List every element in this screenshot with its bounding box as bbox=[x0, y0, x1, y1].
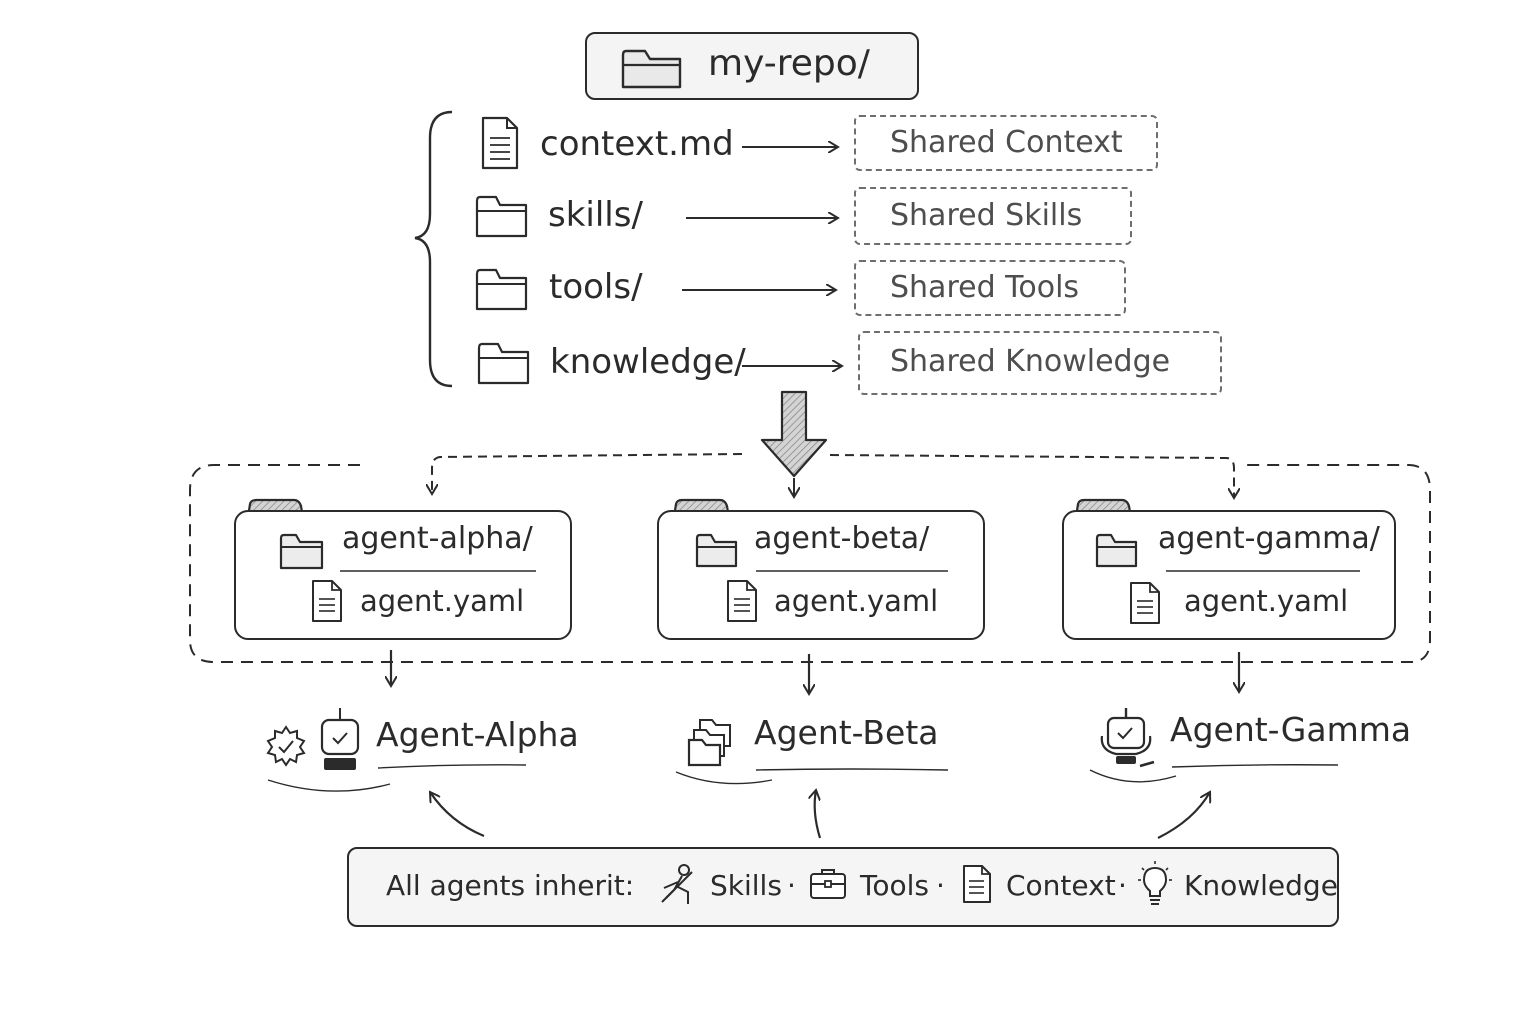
folder-icon bbox=[695, 533, 738, 568]
footer-separator: · bbox=[936, 869, 945, 902]
card-divider bbox=[340, 570, 536, 572]
alpha-underline bbox=[377, 764, 527, 769]
footer-to-alpha-arrow bbox=[430, 792, 485, 838]
dist-line-right bbox=[829, 454, 1234, 498]
footer-to-gamma-arrow bbox=[1157, 792, 1210, 839]
big-down-arrow bbox=[760, 390, 828, 478]
beta-shadow-arc bbox=[675, 771, 773, 785]
gamma-underline bbox=[1171, 764, 1339, 768]
skills-icon bbox=[661, 864, 693, 904]
shared-tools-label: Shared Tools bbox=[890, 270, 1080, 305]
robot-icon bbox=[1100, 708, 1155, 768]
agent-alpha-folder-label: agent-alpha/ bbox=[342, 521, 533, 556]
card-divider bbox=[1166, 570, 1360, 572]
footer-separator: · bbox=[1118, 869, 1127, 902]
agent-gamma-card bbox=[1062, 510, 1396, 640]
footer-item-tools: Tools bbox=[860, 869, 929, 902]
footer-prefix: All agents inherit: bbox=[386, 869, 635, 902]
shared-context-label: Shared Context bbox=[890, 125, 1123, 160]
beta-underline bbox=[755, 768, 949, 771]
agent-beta-name: Agent-Beta bbox=[754, 713, 939, 752]
alpha-shadow-arc bbox=[267, 779, 391, 792]
stacked-folders-icon bbox=[687, 719, 731, 767]
agent-alpha-file-label: agent.yaml bbox=[360, 584, 525, 618]
document-icon bbox=[1130, 582, 1160, 624]
shared-knowledge-label: Shared Knowledge bbox=[890, 344, 1171, 379]
agent-gamma-folder-label: agent-gamma/ bbox=[1158, 521, 1380, 556]
shared-skills-label: Shared Skills bbox=[890, 198, 1083, 233]
shared-skills-box bbox=[854, 187, 1132, 245]
agents-enclosure bbox=[189, 464, 1431, 663]
toolbox-icon bbox=[810, 869, 846, 899]
dist-line-left bbox=[432, 453, 743, 494]
footer-item-skills: Skills bbox=[710, 869, 782, 902]
shared-tools-box bbox=[854, 260, 1126, 316]
agent-gamma-name: Agent-Gamma bbox=[1170, 710, 1412, 749]
agent-alpha-name: Agent-Alpha bbox=[376, 715, 579, 754]
folder-icon bbox=[477, 342, 530, 385]
repo-item-tools: tools/ bbox=[549, 267, 643, 307]
document-icon bbox=[312, 580, 342, 622]
agent-alpha-card bbox=[234, 510, 572, 640]
folder-icon bbox=[621, 49, 682, 89]
brace bbox=[414, 110, 453, 388]
agent-beta-folder-label: agent-beta/ bbox=[754, 521, 930, 556]
lightbulb-icon bbox=[1138, 861, 1172, 905]
robot-icon bbox=[320, 708, 360, 770]
gamma-shadow-arc bbox=[1089, 769, 1177, 783]
footer-item-context: Context bbox=[1006, 869, 1116, 902]
footer-separator: · bbox=[787, 869, 796, 902]
repo-item-context: context.md bbox=[540, 124, 734, 164]
footer-item-knowledge: Knowledge bbox=[1184, 869, 1338, 902]
folder-icon bbox=[475, 268, 528, 311]
agent-beta-file-label: agent.yaml bbox=[774, 584, 939, 618]
gear-icon bbox=[266, 725, 306, 767]
card-divider bbox=[756, 570, 948, 572]
repo-item-knowledge: knowledge/ bbox=[550, 342, 746, 382]
document-icon bbox=[727, 580, 757, 622]
shared-context-box bbox=[854, 115, 1158, 171]
agent-beta-card bbox=[657, 510, 985, 640]
root-folder-label: my-repo/ bbox=[708, 43, 870, 84]
agent-gamma-file-label: agent.yaml bbox=[1184, 584, 1349, 618]
folder-icon bbox=[279, 533, 324, 570]
document-icon bbox=[963, 865, 991, 903]
shared-knowledge-box bbox=[858, 331, 1222, 395]
folder-icon bbox=[475, 195, 528, 238]
repo-item-skills: skills/ bbox=[548, 195, 643, 235]
footer-to-beta-arrow bbox=[815, 790, 820, 839]
document-icon bbox=[481, 116, 519, 170]
folder-icon bbox=[1095, 533, 1138, 568]
